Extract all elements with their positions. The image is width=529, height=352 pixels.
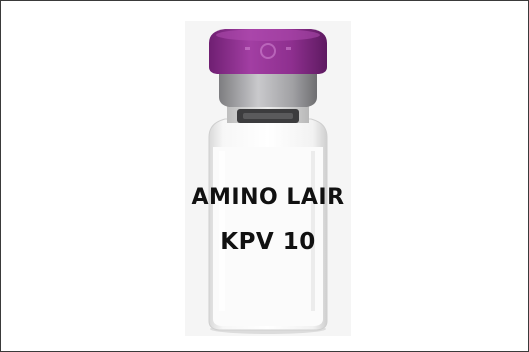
aluminum-crimp bbox=[219, 69, 317, 107]
cap-emboss-text bbox=[245, 43, 291, 59]
vial-illustration bbox=[185, 21, 351, 336]
flip-off-cap bbox=[209, 29, 327, 74]
vial-photo: AMINO LAIR KPV 10 bbox=[185, 21, 351, 336]
vial-label-line-1: AMINO LAIR bbox=[191, 185, 345, 210]
vial-label-line-2: KPV 10 bbox=[220, 229, 316, 255]
